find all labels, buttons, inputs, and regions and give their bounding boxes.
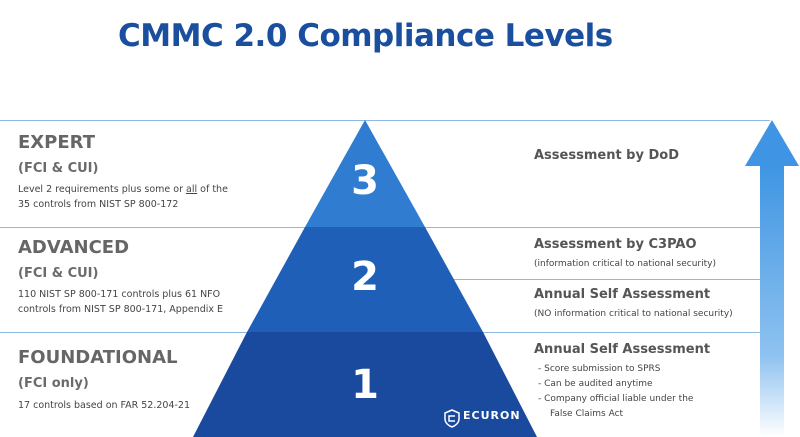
level-expert-name: EXPERT <box>18 132 95 153</box>
bullet-item: - Can be audited anytime <box>538 379 653 389</box>
bullet-item: - Company official liable under the <box>538 394 694 404</box>
logo-text: ECURON <box>463 409 521 422</box>
divider-advanced-self <box>440 279 770 280</box>
assessment-expert: Assessment by DoD <box>534 148 680 163</box>
desc-text-end: of the <box>197 184 228 195</box>
level-expert-scope: (FCI & CUI) <box>18 161 99 176</box>
desc-underline: all <box>186 184 198 195</box>
desc-text: Level 2 requirements plus some or <box>18 184 187 195</box>
assessment-advanced-self: Annual Self Assessment <box>534 287 711 302</box>
assessment-foundational: Annual Self Assessment <box>534 342 711 357</box>
level-expert-description: Level 2 requirements plus some or all of… <box>18 182 228 212</box>
level-foundational-name: FOUNDATIONAL <box>18 347 178 368</box>
assessment-foundational-bullets: - Score submission to SPRS - Can be audi… <box>538 362 693 422</box>
assessment-c3pao: Assessment by C3PAO <box>534 237 697 252</box>
bullet-item: - Score submission to SPRS <box>538 364 661 374</box>
ecuron-logo-icon <box>444 409 460 428</box>
desc-text: 110 NIST SP 800-171 controls plus 61 NFO <box>18 289 221 300</box>
level-advanced-name: ADVANCED <box>18 237 130 258</box>
escalation-arrow <box>745 120 799 437</box>
pyramid-tier-2 <box>247 227 483 332</box>
desc-text-2: controls from NIST SP 800-171, Appendix … <box>18 304 224 315</box>
desc-text-2: 35 controls from NIST SP 800-172 <box>18 199 179 210</box>
logo: ECURON <box>444 409 521 422</box>
divider-top <box>0 120 770 121</box>
level-3-number: 3 <box>351 158 379 204</box>
bullet-item: False Claims Act <box>550 409 624 419</box>
assessment-c3pao-note: (information critical to national securi… <box>534 259 716 269</box>
assessment-advanced-self-note: (NO information critical to national sec… <box>534 309 733 319</box>
level-advanced-description: 110 NIST SP 800-171 controls plus 61 NFO… <box>18 287 223 317</box>
level-advanced-scope: (FCI & CUI) <box>18 266 99 281</box>
level-1-number: 1 <box>351 362 379 408</box>
level-foundational-scope: (FCI only) <box>18 376 89 391</box>
page-title: CMMC 2.0 Compliance Levels <box>118 18 613 54</box>
level-2-number: 2 <box>351 254 379 300</box>
level-foundational-description: 17 controls based on FAR 52.204-21 <box>18 400 191 411</box>
pyramid-tier-3 <box>305 120 425 227</box>
